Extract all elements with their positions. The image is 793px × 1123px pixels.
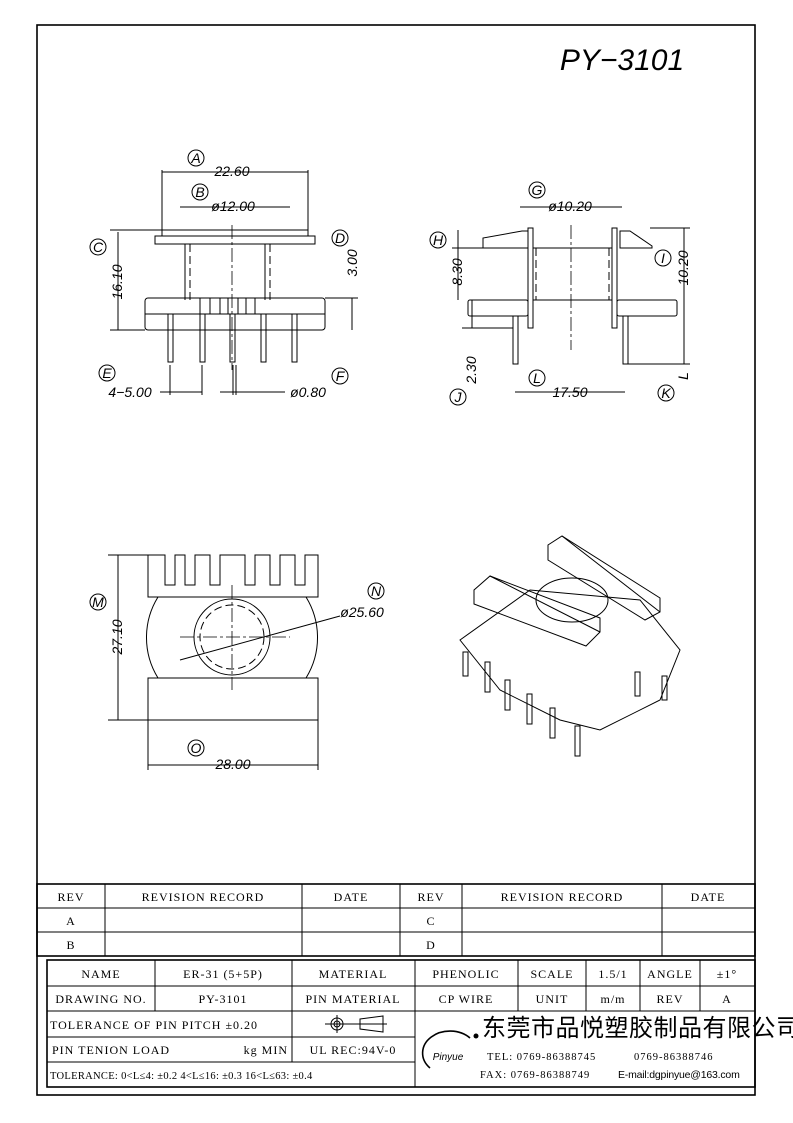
drawing-title: PY−3101 — [560, 44, 684, 77]
front-view: A 22.60 B ø12.00 C 16.10 D 3.00 E 4−5.00… — [89, 149, 360, 400]
side-view: G ø10.20 H 8.30 I 10.20 J 2.30 K L L 17.… — [429, 181, 691, 406]
pin-material-value: CP WIRE — [439, 992, 494, 1006]
company-logo: Pinyue — [421, 1030, 479, 1069]
logo-text: Pinyue — [433, 1052, 464, 1063]
drawing-no-label: DRAWING NO. — [55, 992, 146, 1006]
dim-o-value: 28.00 — [214, 756, 250, 772]
rev-value: A — [722, 992, 732, 1006]
company-fax: FAX: 0769-86388749 — [480, 1070, 590, 1081]
dim-i-value: 10.20 — [675, 250, 691, 285]
revision-table: REV REVISION RECORD DATE REV REVISION RE… — [36, 883, 756, 957]
title-block: NAME ER-31 (5+5P) MATERIAL PHENOLIC SCAL… — [46, 959, 793, 1088]
angle-label: ANGLE — [647, 967, 693, 981]
dim-tag-f: F — [336, 368, 346, 384]
general-tolerance: TOLERANCE: 0<L≤4: ±0.2 4<L≤16: ±0.3 16<L… — [50, 1071, 313, 1082]
company-tel: TEL: 0769-86388745 — [487, 1052, 596, 1063]
dim-g-value: ø10.20 — [548, 198, 592, 214]
dim-c-value: 16.10 — [109, 264, 125, 299]
dim-m-value: 27.10 — [109, 619, 125, 655]
top-view: M 27.10 N ø25.60 O 28.00 — [89, 554, 385, 772]
dim-f-value: ø0.80 — [290, 384, 326, 400]
dim-tag-i: I — [661, 250, 665, 266]
dim-k-value: L — [675, 372, 691, 380]
company-tel-2: 0769-86388746 — [634, 1052, 714, 1063]
rev-a: A — [66, 914, 76, 928]
pin-pitch-tolerance: TOLERANCE OF PIN PITCH ±0.20 — [50, 1018, 258, 1032]
dim-tag-l: L — [533, 370, 541, 386]
company-email: E-mail:dgpinyue@163.com — [618, 1069, 740, 1081]
dim-e-value: 4−5.00 — [108, 384, 151, 400]
dim-h-value: 8.30 — [449, 258, 465, 285]
projection-symbol-icon — [325, 1015, 387, 1033]
dim-tag-k: K — [661, 385, 671, 401]
dim-l-value: 17.50 — [552, 384, 587, 400]
dim-tag-m: M — [92, 594, 104, 610]
rev-header-2: REV — [418, 890, 445, 904]
dim-tag-n: N — [371, 583, 382, 599]
date-header: DATE — [334, 890, 369, 904]
rev-header: REV — [58, 890, 85, 904]
unit-label: UNIT — [536, 992, 569, 1006]
rev-c: C — [426, 914, 435, 928]
angle-value: ±1° — [717, 967, 737, 981]
material-value: PHENOLIC — [432, 967, 499, 981]
drawing-border — [36, 24, 756, 1096]
dim-tag-d: D — [335, 230, 345, 246]
pin-tension-unit: kg MIN — [244, 1043, 288, 1057]
dim-tag-b: B — [195, 184, 204, 200]
drawing-no-value: PY-3101 — [198, 992, 247, 1006]
ul-rec: UL REC:94V-0 — [310, 1043, 397, 1057]
scale-label: SCALE — [530, 967, 573, 981]
date-header-2: DATE — [691, 890, 726, 904]
pin-material-label: PIN MATERIAL — [306, 992, 401, 1006]
rev-b: B — [66, 938, 75, 952]
isometric-view — [459, 535, 681, 757]
dim-tag-o: O — [191, 740, 202, 756]
revision-record-header-2: REVISION RECORD — [501, 890, 624, 904]
name-label: NAME — [81, 967, 120, 981]
dim-d-value: 3.00 — [344, 249, 360, 276]
dim-n-value: ø25.60 — [340, 604, 384, 620]
material-label: MATERIAL — [319, 967, 388, 981]
rev-d: D — [426, 938, 436, 952]
revision-record-header: REVISION RECORD — [142, 890, 265, 904]
rev-label: REV — [657, 992, 684, 1006]
dim-tag-h: H — [433, 232, 444, 248]
dim-tag-c: C — [93, 239, 104, 255]
dim-tag-j: J — [454, 389, 463, 405]
dim-tag-a: A — [190, 150, 200, 166]
dim-j-value: 2.30 — [463, 356, 479, 384]
dim-tag-e: E — [102, 365, 112, 381]
name-value: ER-31 (5+5P) — [183, 967, 263, 981]
unit-value: m/m — [600, 992, 625, 1006]
pin-tension-label: PIN TENION LOAD — [52, 1043, 170, 1057]
dim-tag-g: G — [532, 182, 543, 198]
dim-b-value: ø12.00 — [211, 198, 255, 214]
company-name: 东莞市品悦塑胶制品有限公司 — [482, 1014, 793, 1042]
scale-value: 1.5/1 — [598, 967, 627, 981]
dim-a-value: 22.60 — [213, 163, 249, 179]
